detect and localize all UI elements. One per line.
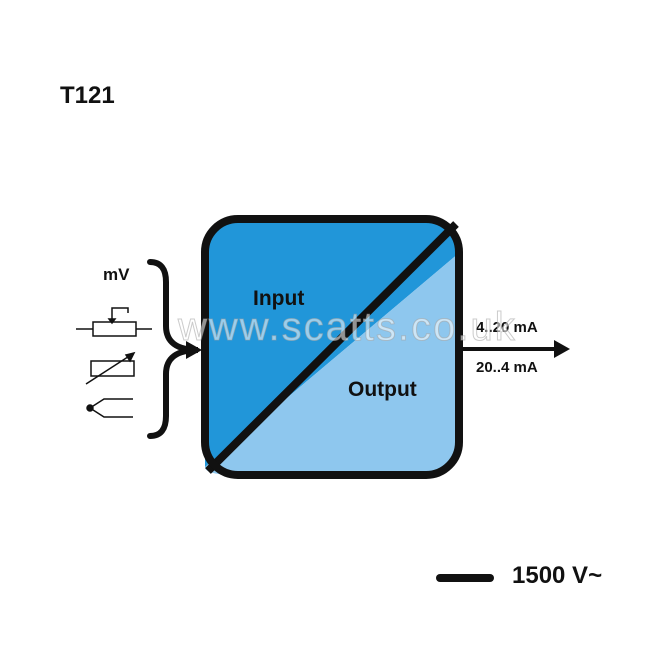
potentiometer-icon	[76, 307, 152, 337]
input-label: Input	[253, 287, 305, 310]
output-arrow	[459, 340, 570, 358]
watermark: www.scatts.co.uk	[178, 305, 517, 350]
input-arrowhead	[186, 341, 202, 359]
output-label: Output	[348, 378, 417, 401]
transmitter-block	[201, 215, 463, 479]
resistance-thermometer-icon	[85, 351, 136, 385]
output-signal-1: 4..20 mA	[476, 319, 538, 336]
divider-line	[205, 221, 459, 474]
output-region	[205, 253, 459, 475]
input-signal-label: mV	[103, 265, 130, 284]
thermocouple-icon	[86, 398, 133, 418]
output-signal-2: 20..4 mA	[476, 359, 538, 376]
isolation-voltage: 1500 V~	[512, 562, 603, 589]
model-title: T121	[60, 82, 115, 109]
